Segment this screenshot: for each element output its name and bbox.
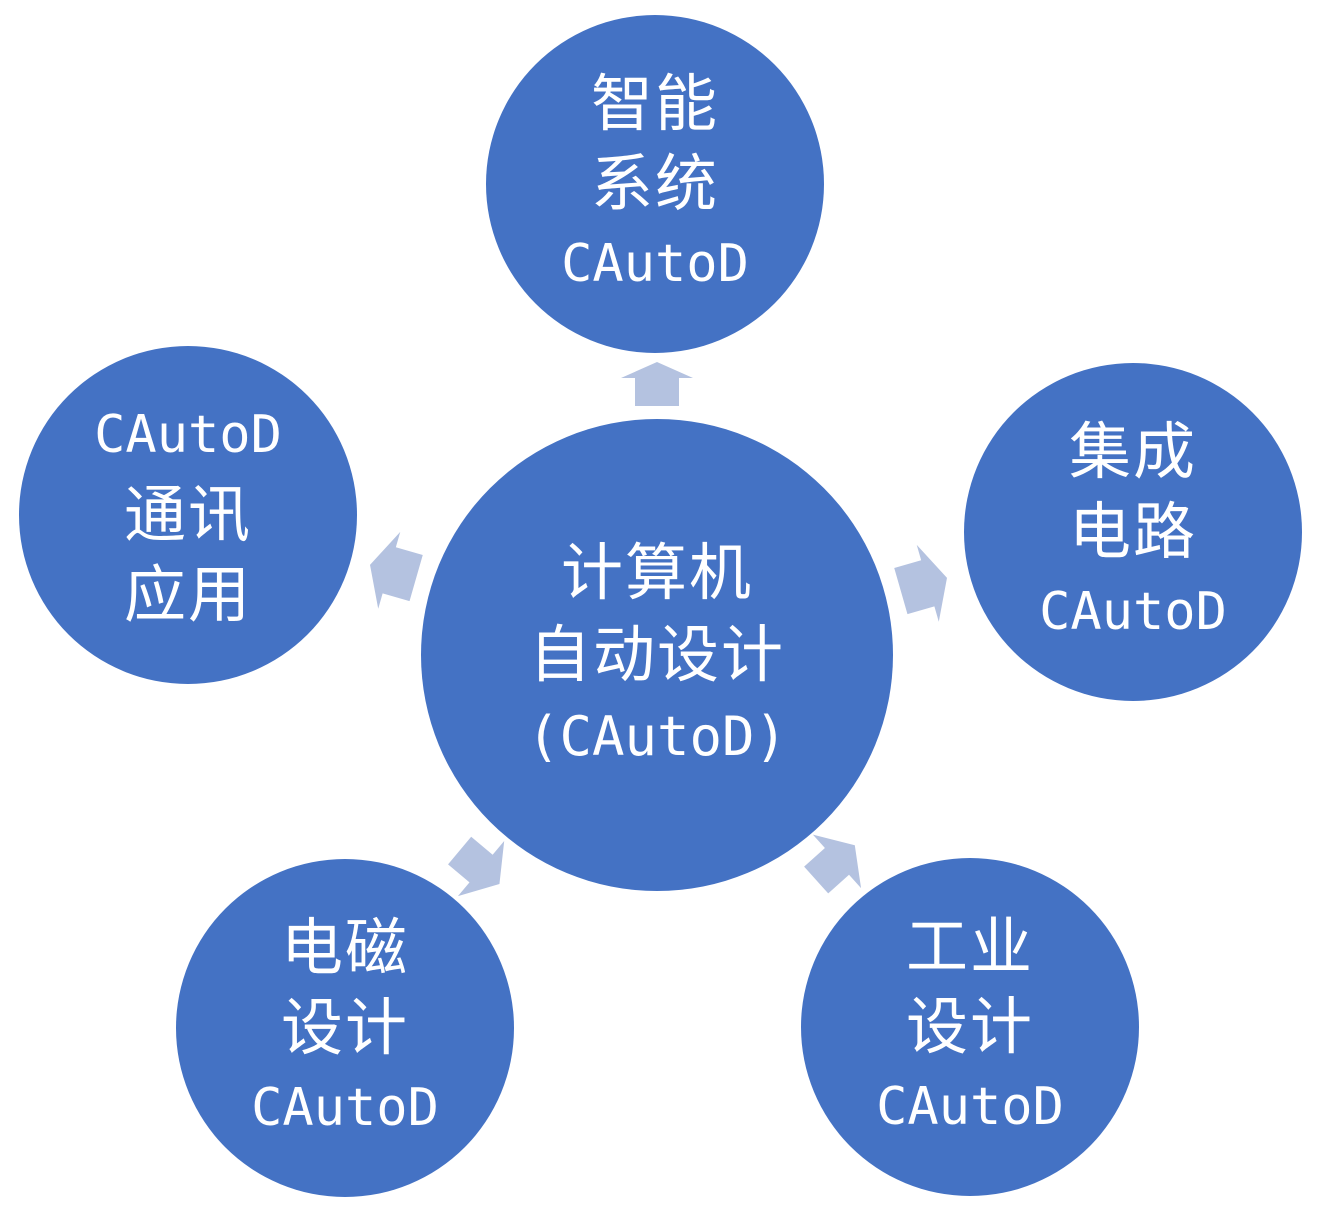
node-top: 智能 系统 CAutoD xyxy=(486,15,824,353)
node-top-line-3: CAutoD xyxy=(561,234,749,294)
node-bottom-right-line-2: 设计 xyxy=(905,990,1034,1063)
node-right: 集成 电路 CAutoD xyxy=(964,363,1302,701)
node-bottom-left-line-3: CAutoD xyxy=(251,1078,439,1138)
node-left: CAutoD 通讯 应用 xyxy=(19,346,357,684)
node-left-line-3: 应用 xyxy=(123,558,252,631)
center-node-line-3: (CAutoD) xyxy=(526,705,788,768)
node-bottom-left-line-1: 电磁 xyxy=(280,911,409,984)
arrow-to-bottom-right xyxy=(804,834,862,894)
arrow-to-top xyxy=(621,362,693,406)
node-right-line-2: 电路 xyxy=(1068,495,1197,568)
node-bottom-left: 电磁 设计 CAutoD xyxy=(176,859,514,1197)
arrow-to-bottom-left xyxy=(448,836,505,897)
node-bottom-left-line-2: 设计 xyxy=(280,991,409,1064)
arrow-to-left xyxy=(370,531,423,609)
arrow-to-right xyxy=(894,544,947,622)
node-left-line-2: 通讯 xyxy=(123,478,252,551)
node-top-line-2: 系统 xyxy=(590,147,719,220)
center-node: 计算机 自动设计 (CAutoD) xyxy=(421,419,893,891)
node-right-line-3: CAutoD xyxy=(1039,582,1227,642)
node-right-line-1: 集成 xyxy=(1068,415,1197,488)
node-top-line-1: 智能 xyxy=(590,67,719,140)
center-node-line-2: 自动设计 xyxy=(528,618,785,691)
node-left-line-1: CAutoD xyxy=(94,405,282,465)
node-bottom-right: 工业 设计 CAutoD xyxy=(801,858,1139,1196)
node-bottom-right-line-1: 工业 xyxy=(905,910,1034,983)
center-node-line-1: 计算机 xyxy=(560,536,753,609)
node-bottom-right-line-3: CAutoD xyxy=(876,1077,1064,1137)
